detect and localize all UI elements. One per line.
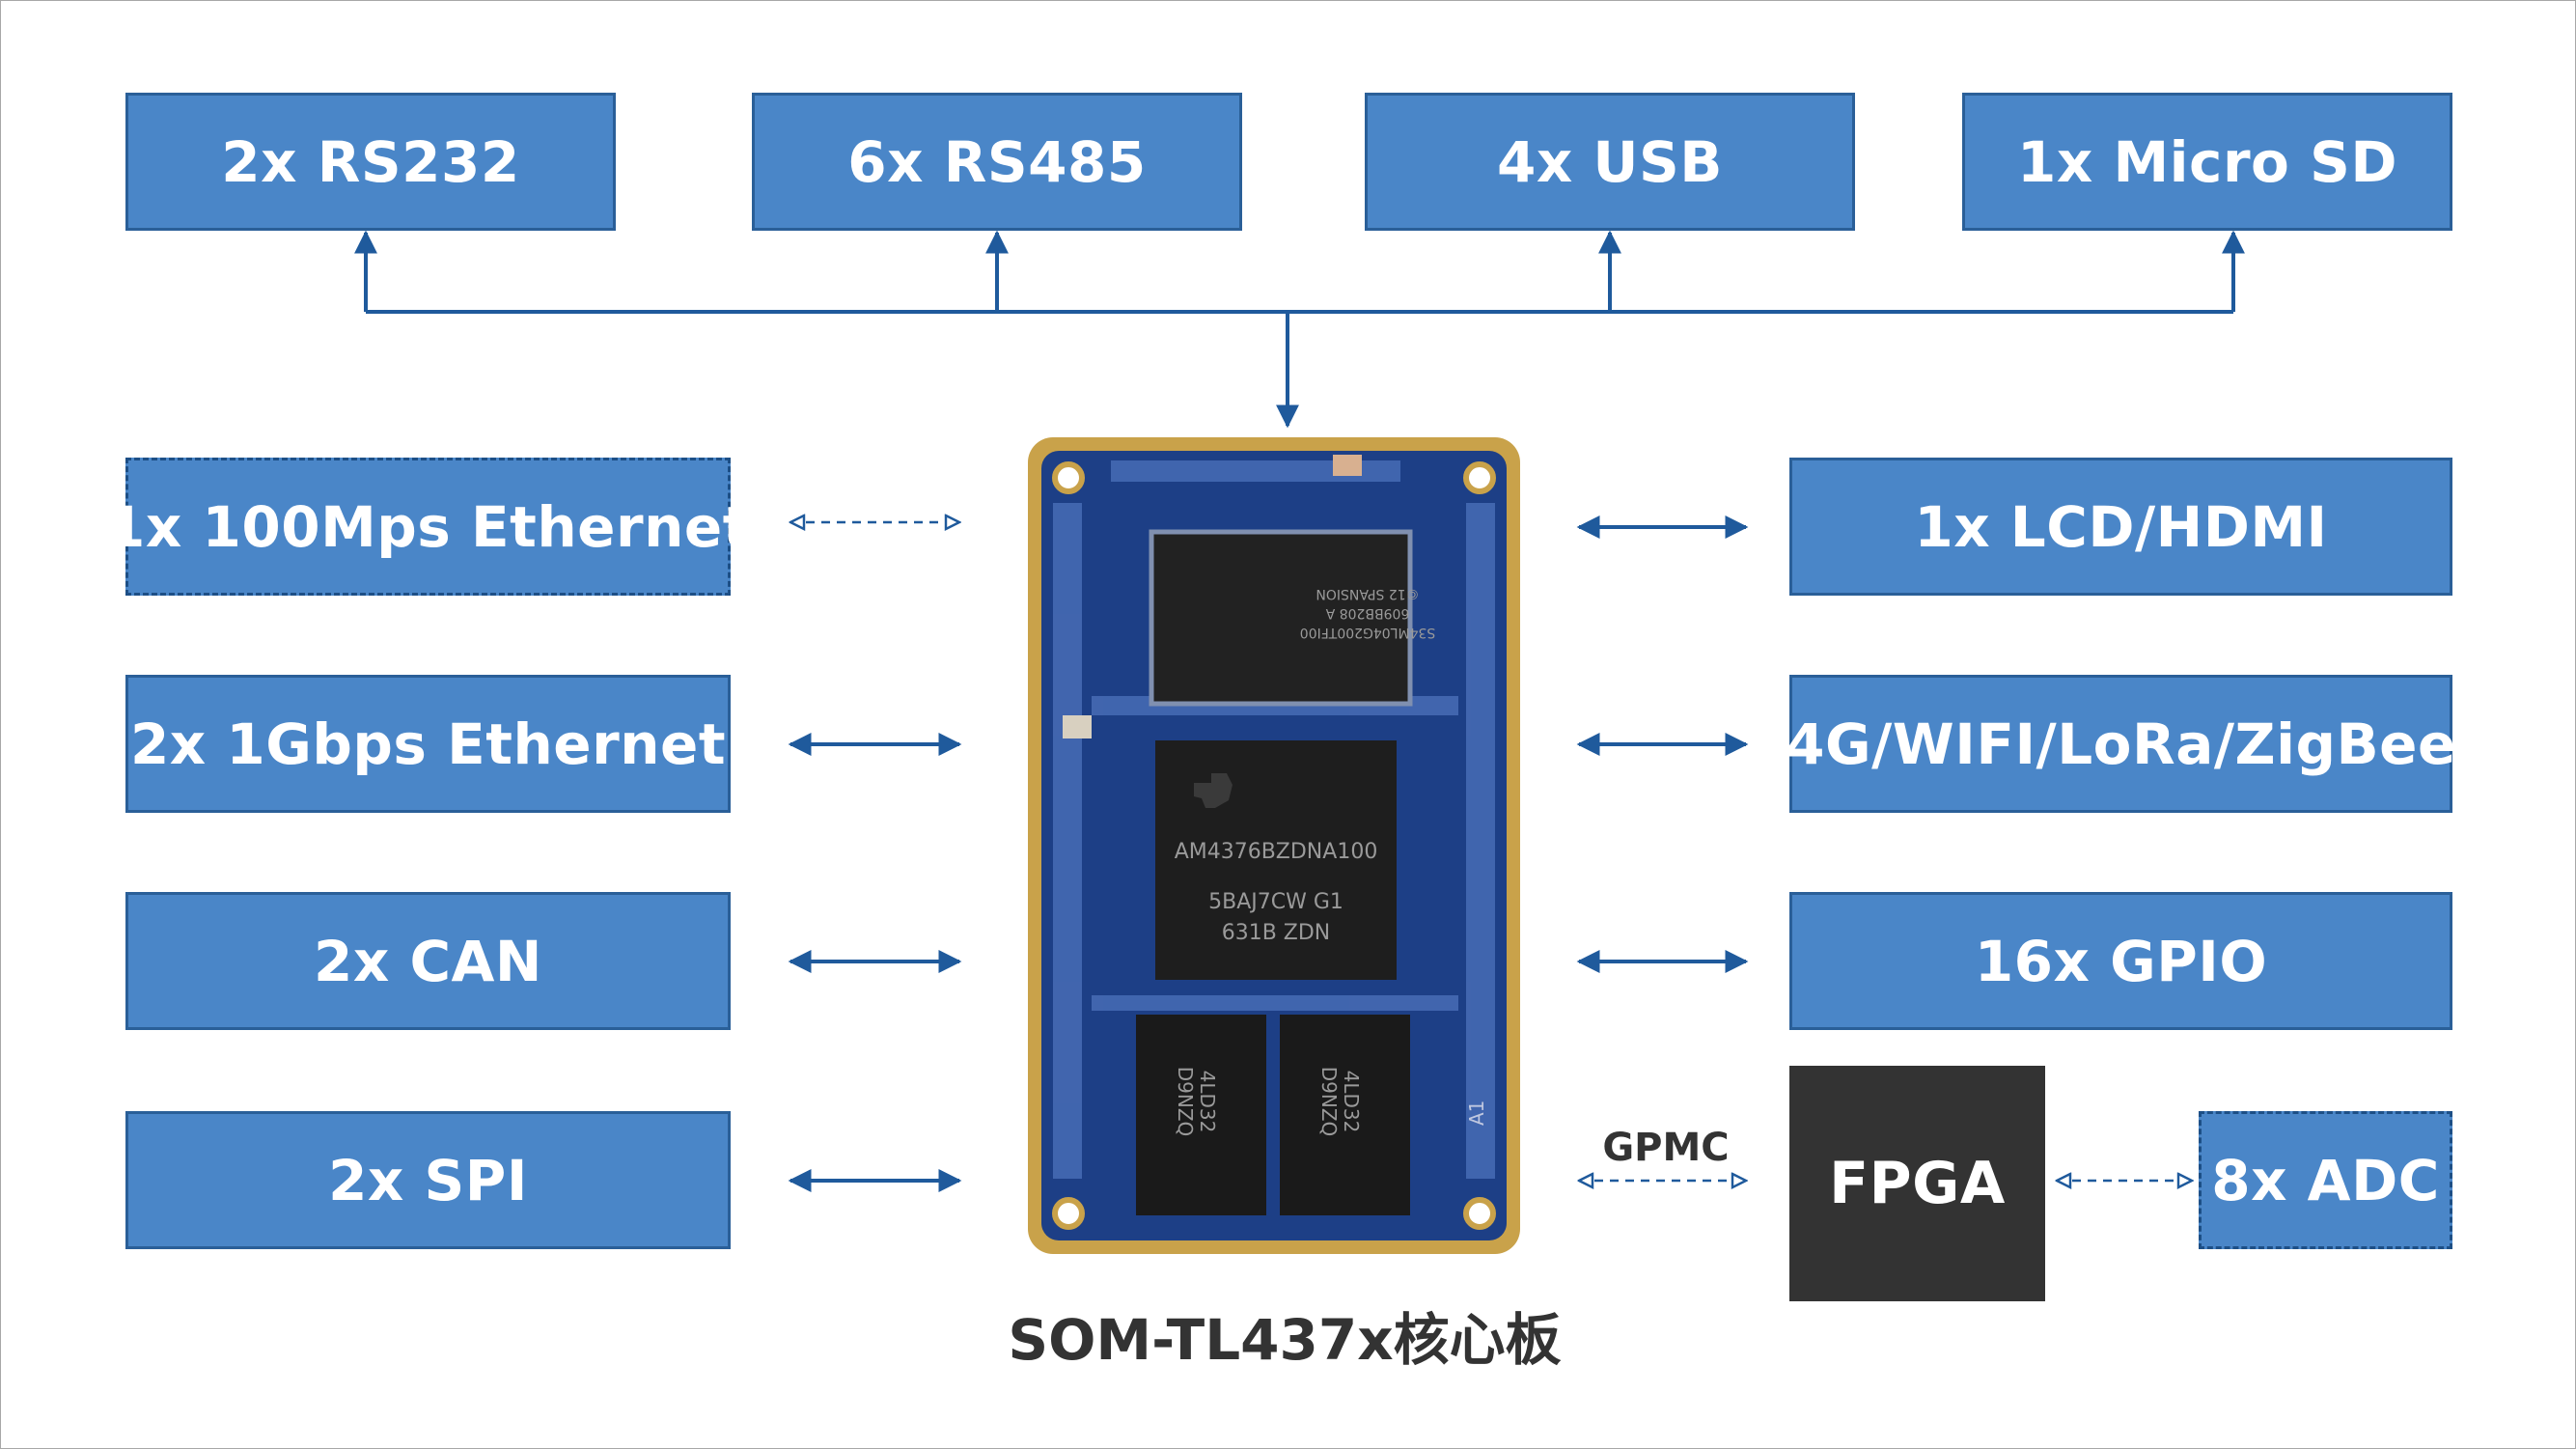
crystal-component (1333, 455, 1362, 476)
mount-hole (1052, 1197, 1085, 1230)
box-label: FPGA (1829, 1150, 2006, 1217)
ram-chip-1 (1136, 1015, 1266, 1215)
box-wireless: 4G/WIFI/LoRa/ZigBee (1786, 675, 2455, 813)
box-microsd: 1x Micro SD (1962, 93, 2452, 231)
component-row (1111, 460, 1400, 482)
box-label: 16x GPIO (1974, 928, 2268, 994)
flash-chip (1149, 529, 1413, 707)
flash-marking-line: ©12 SPANSION (1316, 586, 1419, 601)
component-row (1092, 995, 1458, 1011)
mount-hole (1052, 461, 1085, 494)
box-rs485: 6x RS485 (752, 93, 1242, 231)
cpu-marking-line: 631B ZDN (1222, 921, 1331, 945)
box-rs232: 2x RS232 (125, 93, 616, 231)
box-label: 1x 100Mps Ethernet (106, 493, 750, 560)
component-column (1466, 503, 1495, 1179)
box-label: 2x CAN (314, 928, 542, 994)
box-lcd-hdmi: 1x LCD/HDMI (1789, 458, 2452, 596)
box-label: 2x RS232 (221, 128, 520, 195)
ti-logo-icon (1194, 773, 1233, 808)
crystal-component (1063, 715, 1092, 738)
box-can: 2x CAN (125, 892, 731, 1030)
box-1g-ethernet: 2x 1Gbps Ethernet (125, 675, 731, 813)
box-spi: 2x SPI (125, 1111, 731, 1249)
box-label: 8x ADC (2211, 1147, 2440, 1213)
ram-marking-line: D9NZQ (1317, 1067, 1341, 1137)
box-label: 1x LCD/HDMI (1914, 493, 2328, 560)
board-caption: SOM-TL437x核心板 (1008, 1307, 1562, 1373)
box-label: 2x 1Gbps Ethernet (129, 711, 727, 777)
box-gpio: 16x GPIO (1789, 892, 2452, 1030)
ram-marking-line: 4LD32 (1340, 1071, 1363, 1133)
ram-marking-line: D9NZQ (1174, 1067, 1197, 1137)
ram-chip-2 (1280, 1015, 1410, 1215)
box-usb: 4x USB (1365, 93, 1855, 231)
flash-marking-line: 609BB208 A (1325, 605, 1409, 621)
box-fpga: FPGA (1789, 1066, 2045, 1301)
mount-hole (1463, 461, 1496, 494)
component-column (1053, 503, 1082, 1179)
box-label: 1x Micro SD (2017, 128, 2397, 195)
box-100m-ethernet: 1x 100Mps Ethernet (106, 458, 749, 596)
cpu-chip (1155, 740, 1397, 980)
som-board: S34ML04G200TFI00 609BB208 A ©12 SPANSION… (1028, 437, 1520, 1254)
ram-marking-line: 4LD32 (1196, 1071, 1219, 1133)
flash-marking-line: S34ML04G200TFI00 (1300, 625, 1436, 640)
gpmc-label: GPMC (1602, 1126, 1730, 1170)
top-bus-tree (354, 230, 2245, 429)
box-label: 6x RS485 (847, 128, 1147, 195)
box-label: 4G/WIFI/LoRa/ZigBee (1786, 711, 2456, 777)
cpu-marking-line: 5BAJ7CW G1 (1208, 890, 1343, 914)
box-label: 2x SPI (328, 1147, 528, 1213)
box-adc: 8x ADC (2199, 1111, 2452, 1249)
cpu-marking-line: AM4376BZDNA100 (1175, 840, 1378, 864)
board-corner-label: A1 (1465, 1101, 1488, 1126)
mount-hole (1463, 1197, 1496, 1230)
box-label: 4x USB (1496, 128, 1724, 195)
